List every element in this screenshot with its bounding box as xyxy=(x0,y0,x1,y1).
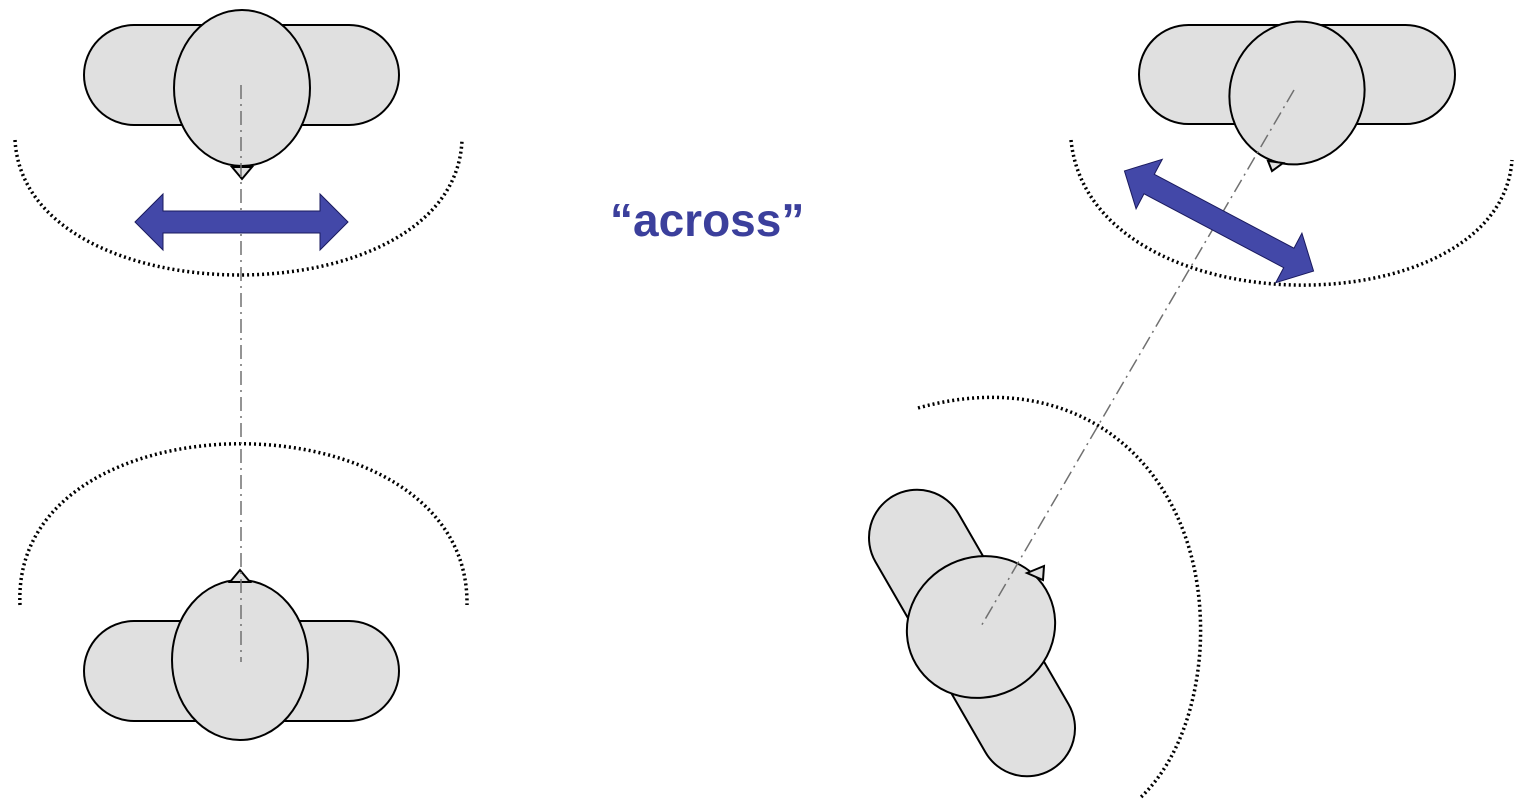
head xyxy=(173,9,311,167)
nose-icon xyxy=(227,568,253,583)
person-right-bottom xyxy=(868,488,1076,778)
nose-icon xyxy=(1266,159,1286,173)
person-left-top xyxy=(83,9,400,181)
person-left-bottom xyxy=(83,568,400,741)
caption-across: “across” xyxy=(610,194,804,246)
person-right-top xyxy=(1138,20,1456,173)
head xyxy=(905,555,1057,699)
zone-arc-right-top xyxy=(1069,139,1514,287)
arrow-left-double-headed xyxy=(134,192,349,252)
zone-arc-left-top xyxy=(13,139,464,277)
right-pair xyxy=(868,20,1514,800)
left-pair xyxy=(13,9,469,741)
nose-icon xyxy=(229,166,255,181)
nose-icon xyxy=(1024,564,1046,582)
zone-arc-right-bottom xyxy=(917,395,1203,800)
head xyxy=(171,579,309,741)
arrow-right-double-headed xyxy=(1123,158,1315,284)
